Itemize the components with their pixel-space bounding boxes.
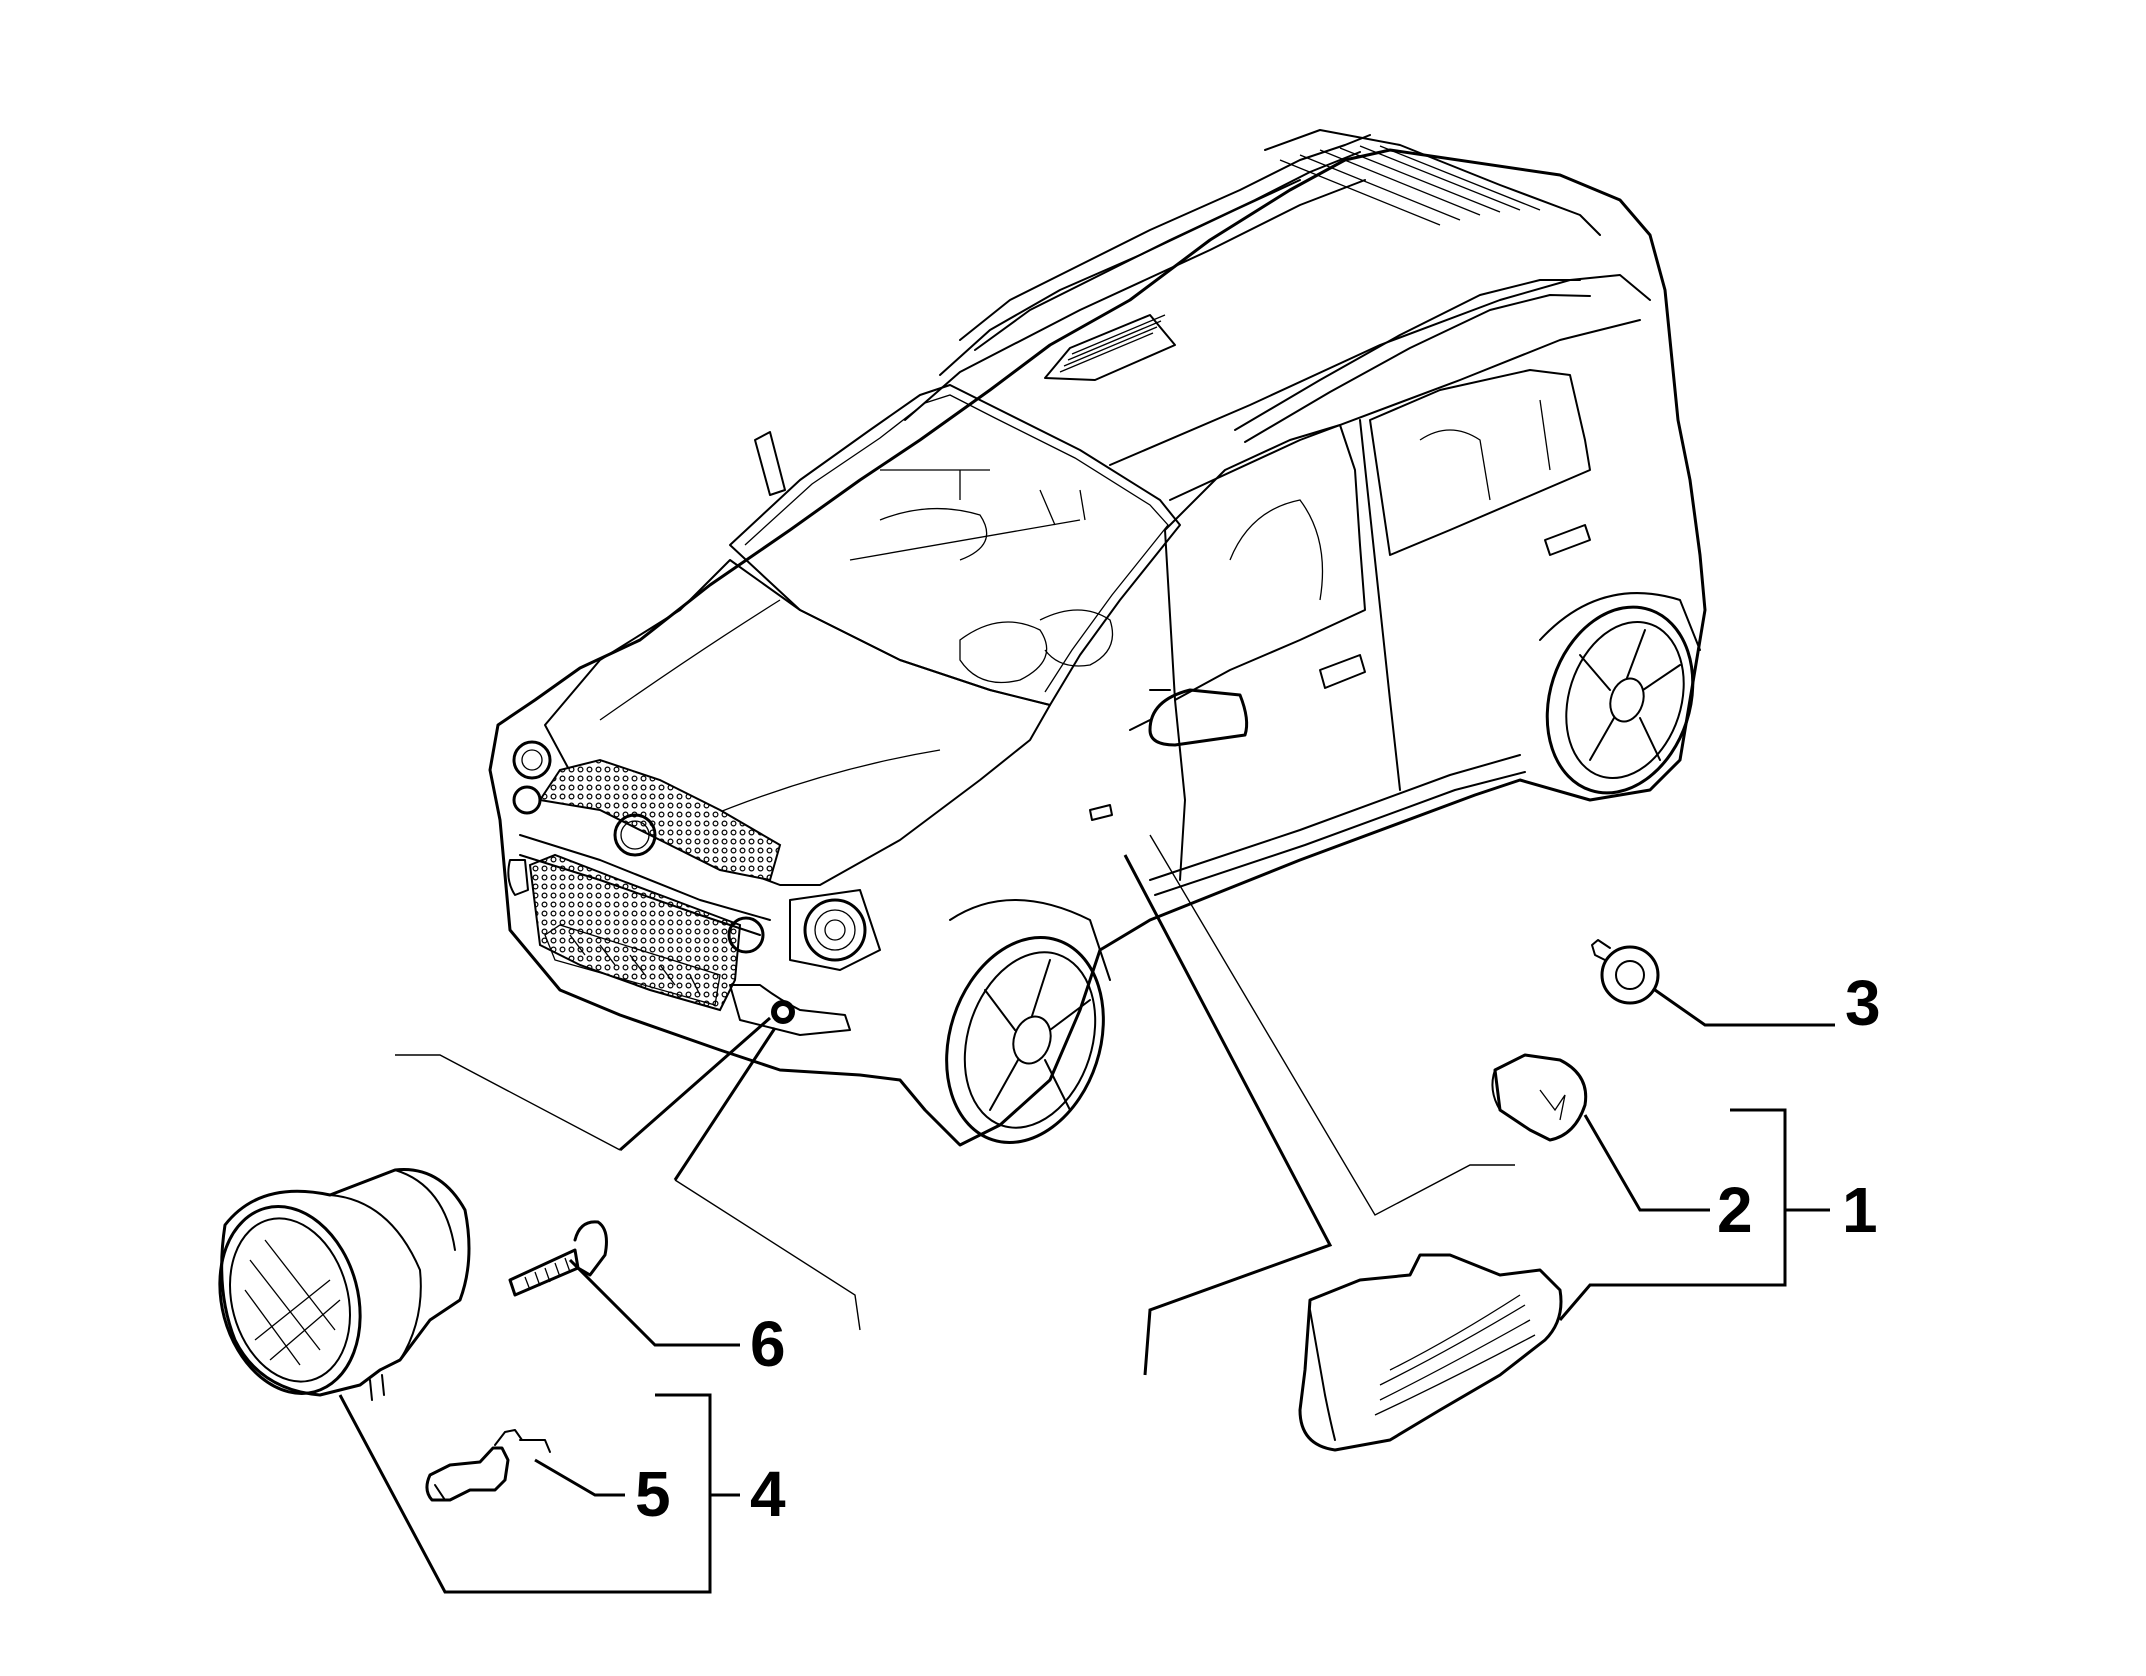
front-wheel-illustration bbox=[945, 899, 1111, 1145]
leader-lines bbox=[338, 834, 1835, 1594]
callout-3: 3 bbox=[1845, 967, 1881, 1039]
callout-2: 2 bbox=[1717, 1174, 1753, 1246]
callout-5: 5 bbox=[635, 1458, 671, 1530]
bulb-2-illustration bbox=[1491, 1053, 1588, 1142]
bulb-holder-3-illustration bbox=[1591, 939, 1660, 1005]
fog-lamp-assembly-illustration bbox=[218, 1168, 471, 1401]
side-marker-lamp-illustration bbox=[1298, 1253, 1563, 1452]
callout-6: 6 bbox=[750, 1308, 786, 1380]
callout-4: 4 bbox=[750, 1458, 786, 1530]
callout-1: 1 bbox=[1842, 1174, 1878, 1246]
car-illustration bbox=[488, 129, 1707, 1147]
rear-wheel-illustration bbox=[1539, 592, 1701, 795]
bulb-5-illustration bbox=[425, 1429, 551, 1502]
